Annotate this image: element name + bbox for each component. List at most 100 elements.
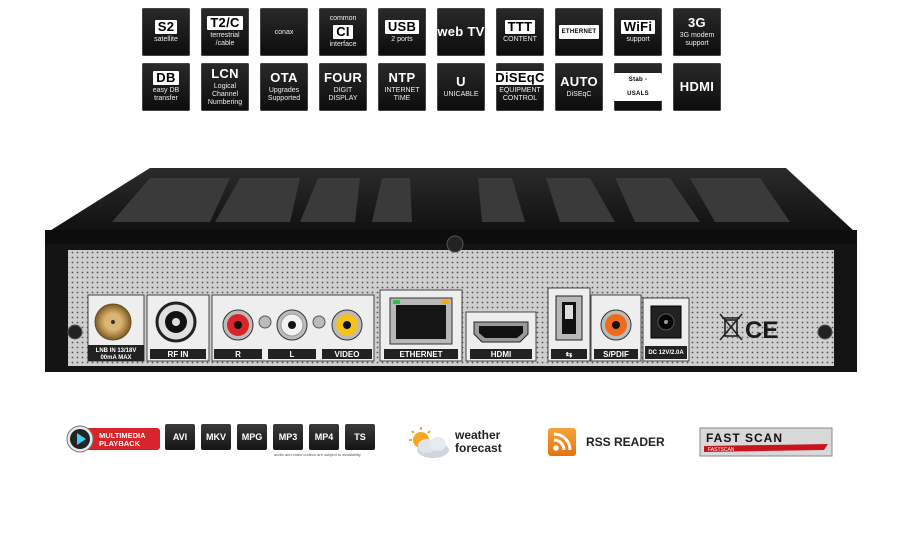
codec-availability-note: audio and video codecs are subject to av…	[274, 452, 361, 457]
audio-l-label: L	[290, 350, 295, 359]
badge-main-label: Stab - USALS	[614, 73, 662, 101]
badge-sub-label: support	[626, 36, 650, 43]
lnb-label-line1: LNB IN 13/18V	[96, 348, 137, 354]
auto-diseqc-icon: AUTO DiSEqC	[555, 63, 603, 111]
badge-sub-label: conax	[274, 29, 294, 36]
format-badge-mp4: MP4	[309, 424, 339, 450]
lnb-label-line2: 00mA MAX	[100, 355, 131, 361]
badge-main-label: TTT	[504, 20, 536, 34]
fast-scan-logo: FAST SCAN FASTSCAN	[699, 427, 833, 457]
usb-icon: USB 2 ports	[378, 8, 426, 56]
vent-slots	[112, 178, 790, 222]
badge-main-label: NTP	[388, 70, 416, 85]
sat-usals-icon: Stab - USALS	[614, 63, 662, 111]
badge-sub-label: DiSEqC	[566, 91, 592, 98]
badge-main-label: CI	[333, 25, 353, 39]
unicable-icon: U UNICABLE	[437, 63, 485, 111]
dc-in-label: DC 12V/2.0A	[648, 350, 684, 356]
four-digit-icon: FOUR DIGIT DISPLAY	[319, 63, 367, 111]
svg-text:FAST SCAN: FAST SCAN	[706, 431, 783, 445]
spdif-port[interactable]	[600, 309, 632, 341]
dc-in-port[interactable]	[650, 305, 682, 339]
weather-label-line2: forecast	[455, 441, 502, 455]
video-port[interactable]	[331, 309, 363, 341]
badge-main-label: FOUR	[323, 70, 363, 85]
format-badge-ts: TS	[345, 424, 375, 450]
video-label: VIDEO	[335, 350, 360, 359]
ethernet-label: ETHERNET	[399, 350, 442, 359]
ethernet-port[interactable]	[389, 297, 453, 345]
badge-sub-label: easy DB transfer	[152, 87, 180, 102]
satellite-dish-icon: S2 satellite	[142, 8, 190, 56]
weee-bin-icon	[719, 313, 743, 341]
audio-l-port[interactable]	[276, 309, 308, 341]
rss-icon	[548, 428, 576, 456]
usb-label: ⇆	[566, 350, 573, 359]
rca-nut-icon	[258, 315, 272, 329]
rca-nut-icon	[312, 315, 326, 329]
antenna-icon: T2/C terrestrial /cable	[201, 8, 249, 56]
hdmi-label: HDMI	[491, 350, 511, 359]
rss-reader-label: RSS READER	[586, 435, 665, 449]
badge-main-label: HDMI	[679, 79, 715, 94]
badge-main-label: T2/C	[207, 16, 243, 30]
ttt-content-icon: TTT CONTENT	[496, 8, 544, 56]
db-transfer-icon: DB easy DB transfer	[142, 63, 190, 111]
format-badge-mpg: MPG	[237, 424, 267, 450]
badge-sub-label: CONTENT	[503, 36, 537, 43]
multimedia-playback-badge: MULTIMEDIA PLAYBACK	[66, 425, 160, 453]
badge-sub-label: Logical Channel Numbering	[207, 83, 243, 106]
badge-main-label: U	[456, 74, 466, 89]
svg-text:FASTSCAN: FASTSCAN	[708, 447, 735, 453]
badge-main-label: 3G	[688, 15, 706, 30]
multimedia-label-line2: PLAYBACK	[99, 439, 141, 448]
badge-sub-label: interface	[329, 41, 357, 48]
lcn-icon: LCN Logical Channel Numbering	[201, 63, 249, 111]
badge-sub-label: DIGIT DISPLAY	[328, 87, 358, 102]
web-icon: web TV	[437, 8, 485, 56]
badge-main-label: USB	[384, 20, 420, 34]
spdif-label: S/PDIF	[603, 350, 629, 359]
usb-port[interactable]	[555, 295, 583, 341]
badge-sub-label: UNICABLE	[443, 91, 479, 98]
diseqc-icon: DiSEqC EQUIPMENT CONTROL	[496, 63, 544, 111]
multimedia-label-line1: MULTIMEDIA	[99, 431, 146, 440]
screw-icon	[817, 324, 833, 340]
badge-main-label: OTA	[270, 70, 298, 85]
play-icon	[77, 433, 86, 445]
hdmi-port[interactable]	[473, 321, 529, 343]
badge-sub-label: satellite	[154, 36, 178, 43]
badge-sub-label: terrestrial /cable	[210, 32, 240, 47]
badge-sub-label: Upgrades Supported	[267, 87, 301, 102]
ethernet-icon: ETHERNET	[555, 8, 603, 56]
conax-logo-icon: conax	[260, 8, 308, 56]
audio-r-port[interactable]	[222, 309, 254, 341]
receiver-rear-photo: LNB IN 13/18V 00mA MAX RF IN R L VIDEO E…	[45, 168, 857, 372]
format-badge-mp3: MP3	[273, 424, 303, 450]
badge-sub-label: EQUIPMENT CONTROL	[499, 87, 541, 102]
badge-main-label: DB	[153, 71, 179, 85]
badge-sub-label: 3G modem support	[679, 32, 715, 47]
ce-mark: CE	[745, 317, 778, 344]
ota-icon: OTA Upgrades Supported	[260, 63, 308, 111]
rf-in-label: RF IN	[168, 350, 189, 359]
badge-sub-label: INTERNET TIME	[384, 87, 420, 102]
badge-sub-label: 2 ports	[391, 36, 413, 43]
ntp-icon: NTP INTERNET TIME	[378, 63, 426, 111]
badge-main-label: AUTO	[560, 74, 598, 89]
format-badge-mkv: MKV	[201, 424, 231, 450]
badge-main-label: WiFi	[620, 20, 656, 34]
hdmi-icon: HDMI	[673, 63, 721, 111]
screw-icon	[67, 324, 83, 340]
badge-main-label: web TV	[437, 24, 485, 39]
badge-main-label: S2	[154, 20, 178, 34]
badge-main-label: LCN	[211, 66, 239, 81]
badge-main-label: DiSEqC	[496, 71, 544, 85]
screw-icon	[446, 235, 464, 253]
rss-reader-feature: RSS READER	[546, 428, 676, 456]
format-badge-avi: AVI	[165, 424, 195, 450]
